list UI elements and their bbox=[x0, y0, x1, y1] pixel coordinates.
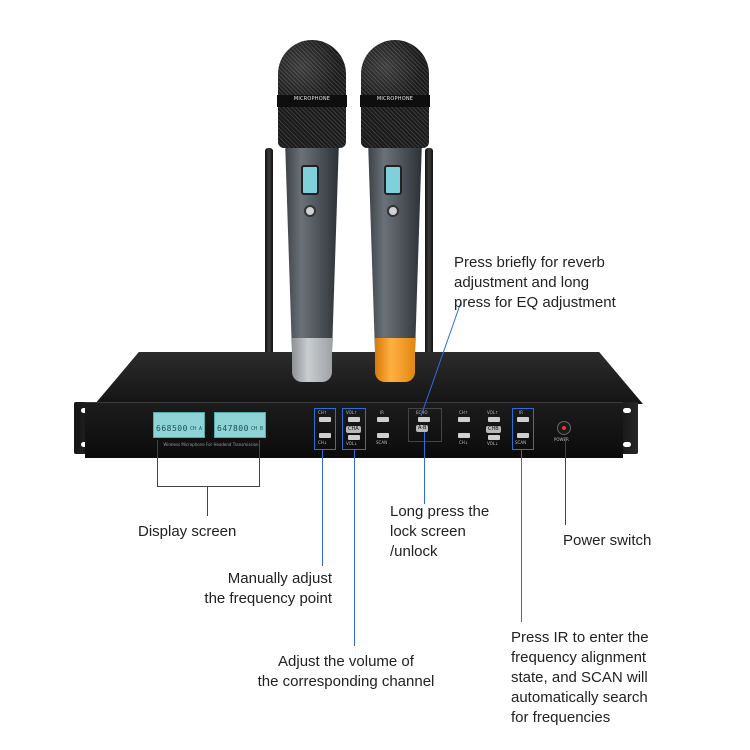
ir-a-label: IR bbox=[380, 410, 384, 415]
scan-a-label: SCAN bbox=[376, 440, 388, 445]
scan-b-label: SCAN bbox=[515, 440, 527, 445]
left-mic-screen bbox=[301, 165, 319, 195]
vol-b-down-label: VOL↓ bbox=[487, 441, 499, 446]
volume-leader bbox=[354, 450, 355, 646]
lock-annotation: Long press the lock screen /unlock bbox=[390, 502, 489, 562]
display-leader-right bbox=[259, 440, 260, 487]
display-screen-annotation: Display screen bbox=[138, 522, 236, 542]
frequency-line-2: the frequency point bbox=[204, 590, 332, 607]
chb-chip: CHB bbox=[486, 426, 501, 433]
echo-button[interactable] bbox=[418, 417, 430, 422]
vol-a-down-label: VOL↓ bbox=[346, 441, 358, 446]
left-mic-band: MICROPHONE bbox=[277, 95, 347, 107]
display-screen-a: 668500 CH A bbox=[153, 412, 205, 438]
right-mic-label: MICROPHONE bbox=[376, 96, 414, 102]
frequency-line-1: Manually adjust bbox=[227, 570, 332, 587]
right-mic-knob bbox=[387, 205, 399, 217]
reverb-line-1: Press briefly for reverb bbox=[454, 254, 605, 271]
lock-line-2: lock screen bbox=[390, 523, 466, 540]
ir-scan-keys-box bbox=[512, 408, 534, 450]
display-a-channel: CH A bbox=[190, 426, 203, 432]
reverb-leader bbox=[420, 301, 462, 417]
frequency-annotation: Manually adjust the frequency point bbox=[182, 569, 332, 609]
lock-line-1: Long press the bbox=[390, 503, 490, 520]
display-b-frequency: 647800 bbox=[217, 424, 249, 433]
display-b-channel: CH B bbox=[251, 426, 264, 432]
display-leader-left bbox=[157, 440, 158, 487]
frequency-keys-box bbox=[314, 408, 336, 450]
ch-b-up-button[interactable] bbox=[458, 417, 470, 422]
vol-a-up-label: VOL↑ bbox=[346, 410, 358, 415]
ir-scan-line-5: for frequencies bbox=[511, 709, 611, 726]
ch-a-down-button[interactable] bbox=[319, 433, 331, 438]
receiver-top-panel bbox=[95, 352, 643, 404]
cha-chip: CHA bbox=[346, 426, 361, 433]
vol-b-down-button[interactable] bbox=[488, 435, 500, 440]
volume-line-2: the corresponding channel bbox=[257, 673, 435, 690]
power-button[interactable] bbox=[557, 421, 571, 435]
ir-scan-line-3: state, and SCAN will bbox=[511, 669, 648, 686]
ir-scan-line-4: automatically search bbox=[511, 689, 648, 706]
scan-a-button[interactable] bbox=[377, 433, 389, 438]
right-antenna bbox=[425, 148, 433, 356]
volume-annotation: Adjust the volume of the corresponding c… bbox=[236, 652, 456, 692]
power-annotation: Power switch bbox=[563, 531, 651, 551]
left-mic-knob bbox=[304, 205, 316, 217]
power-leader bbox=[565, 437, 566, 525]
ch-a-up-label: CH↑ bbox=[318, 410, 328, 415]
vol-a-down-button[interactable] bbox=[348, 435, 360, 440]
ir-scan-annotation: Press IR to enter the frequency alignmen… bbox=[511, 628, 649, 728]
frequency-leader bbox=[322, 450, 323, 566]
reverb-line-2: adjustment and long bbox=[454, 274, 590, 291]
ch-b-down-label: CH↓ bbox=[459, 440, 469, 445]
power-line-1: Power switch bbox=[563, 532, 652, 549]
lock-line-3: /unlock bbox=[390, 543, 438, 560]
reverb-line-3: press for EQ adjustment bbox=[454, 294, 616, 311]
vol-b-up-label: VOL↑ bbox=[487, 410, 499, 415]
ch-a-up-button[interactable] bbox=[319, 417, 331, 422]
vol-b-up-button[interactable] bbox=[488, 417, 500, 422]
display-leader-stem bbox=[207, 486, 208, 516]
lock-leader bbox=[424, 432, 425, 504]
scan-b-button[interactable] bbox=[517, 433, 529, 438]
right-mic-screen bbox=[384, 165, 402, 195]
ch-a-down-label: CH↓ bbox=[318, 440, 328, 445]
ch-b-up-label: CH↑ bbox=[459, 410, 469, 415]
ir-b-label: IR bbox=[519, 410, 523, 415]
display-leader-bottom bbox=[157, 486, 260, 487]
ir-scan-line-2: frequency alignment bbox=[511, 649, 647, 666]
left-antenna bbox=[265, 148, 273, 356]
power-label: POWER bbox=[554, 437, 569, 442]
display-a-frequency: 668500 bbox=[156, 424, 188, 433]
volume-keys-box bbox=[342, 408, 366, 450]
ir-scan-leader bbox=[521, 450, 522, 622]
ir-scan-line-1: Press IR to enter the bbox=[511, 629, 649, 646]
display-screen-b: 647800 CH B bbox=[214, 412, 266, 438]
right-mic-band: MICROPHONE bbox=[360, 95, 430, 107]
ir-a-button[interactable] bbox=[377, 417, 389, 422]
right-mic-cap bbox=[375, 338, 415, 382]
left-mic-head bbox=[278, 40, 346, 148]
left-mic-cap bbox=[292, 338, 332, 382]
ir-b-button[interactable] bbox=[517, 417, 529, 422]
panel-caption: Wireless Microphone For Headend Transmis… bbox=[163, 442, 259, 447]
right-mic-head bbox=[361, 40, 429, 148]
reverb-annotation: Press briefly for reverb adjustment and … bbox=[454, 253, 616, 313]
lock-button[interactable]: A·B bbox=[416, 425, 429, 432]
vol-a-up-button[interactable] bbox=[348, 417, 360, 422]
power-icon bbox=[562, 426, 566, 430]
ch-b-down-button[interactable] bbox=[458, 433, 470, 438]
echo-lock-box bbox=[408, 408, 442, 442]
left-mic-label: MICROPHONE bbox=[293, 96, 331, 102]
volume-line-1: Adjust the volume of bbox=[278, 653, 414, 670]
display-screen-line-1: Display screen bbox=[138, 523, 237, 540]
